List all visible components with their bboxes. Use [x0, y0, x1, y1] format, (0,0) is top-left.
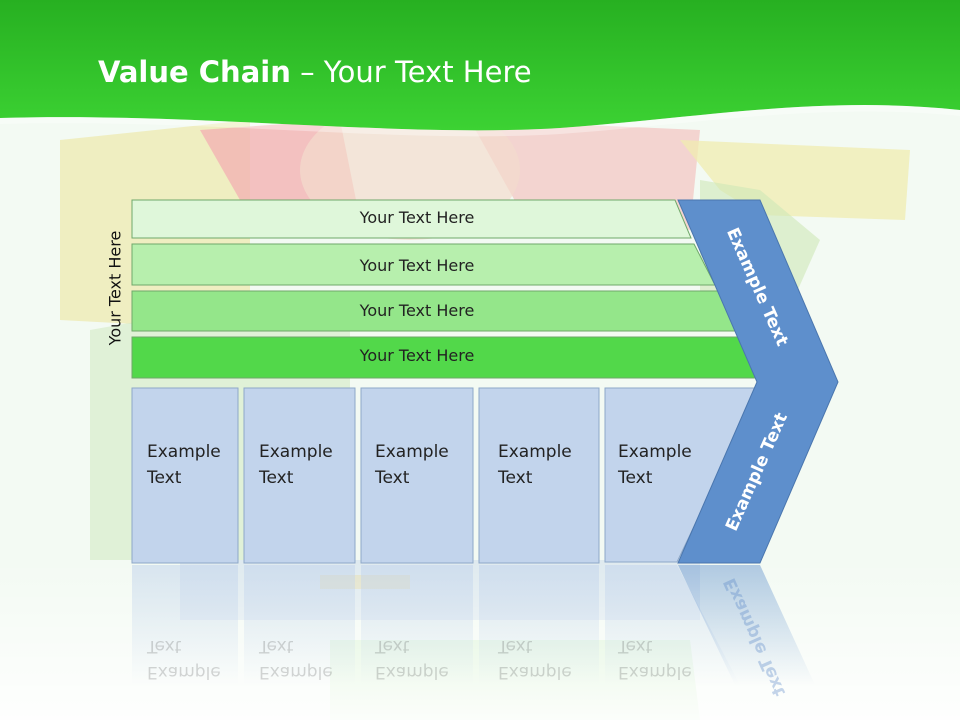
- column-label-4-reflection: Example Text: [498, 636, 572, 682]
- column-label-2: Example Text: [259, 442, 333, 488]
- column-label-2-reflection: Example Text: [259, 636, 333, 682]
- column-label-4: Example Text: [498, 442, 572, 488]
- column-label-3: Example Text: [375, 442, 449, 488]
- column-2: [243, 387, 356, 564]
- column-5: [604, 387, 761, 563]
- column-label-1-reflection: Example Text: [147, 636, 221, 682]
- title-bold: Value Chain: [98, 55, 291, 89]
- band-1: [131, 199, 692, 239]
- column-3-reflection: [361, 565, 473, 685]
- column-label-5: Example Text: [618, 442, 692, 488]
- band-label-2: Your Text Here: [359, 256, 475, 275]
- margin-arrow: [677, 199, 839, 564]
- column-3: [360, 387, 474, 564]
- band-label-3: Your Text Here: [359, 301, 475, 320]
- column-label-3-reflection: Example Text: [375, 636, 449, 682]
- slide-title: Value Chain – Your Text Here: [98, 52, 532, 92]
- column-5-reflection: [605, 565, 740, 685]
- column-1-reflection: [132, 565, 238, 685]
- side-label: Your Text Here: [105, 230, 125, 346]
- margin-arrow-reflection: [678, 565, 815, 685]
- column-4: [478, 387, 600, 564]
- band-label-4: Your Text Here: [359, 346, 475, 365]
- column-label-5-reflection: Example Text: [618, 636, 692, 682]
- header-banner: [0, 0, 960, 137]
- column-1: [131, 387, 239, 564]
- band-label-1: Your Text Here: [359, 208, 475, 227]
- column-4-reflection: [479, 565, 599, 685]
- column-2-reflection: [244, 565, 355, 685]
- column-label-1: Example Text: [147, 442, 221, 488]
- title-rest: – Your Text Here: [290, 55, 532, 89]
